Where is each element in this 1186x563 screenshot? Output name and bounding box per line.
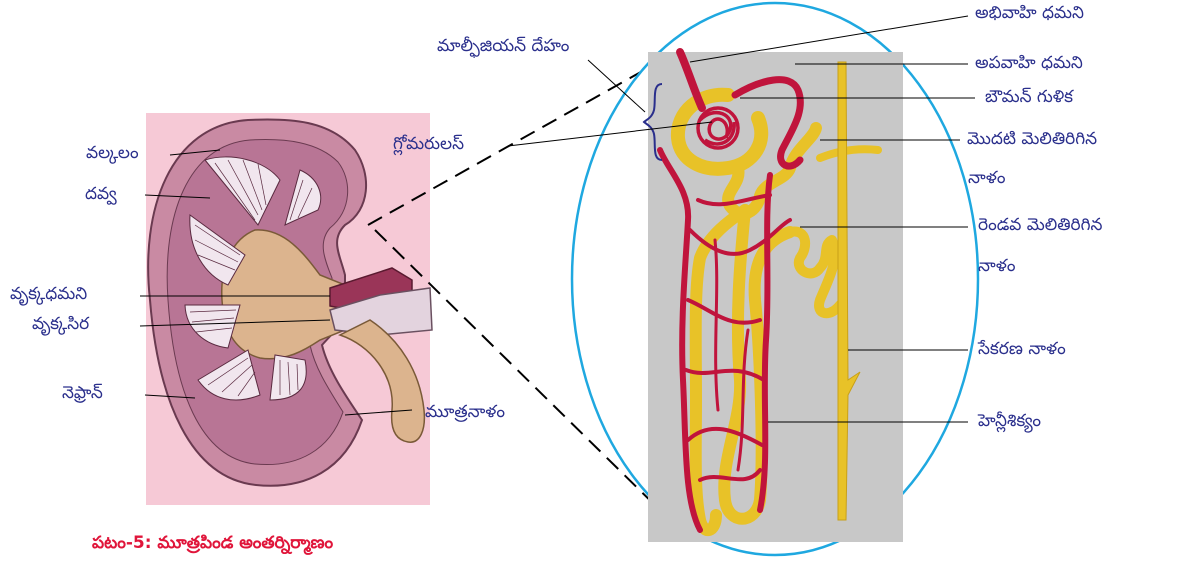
- label-efferent-arteriole: అపవాహి ధమని: [975, 55, 1083, 72]
- label-dct-line2: నాళం: [978, 258, 1015, 275]
- label-cortex: వల్కలం: [86, 145, 139, 162]
- label-renal-artery: వృక్కధమని: [10, 286, 87, 303]
- label-pct-line1: మొదటి మెలితిరిగిన: [967, 131, 1097, 148]
- label-malpighian-body: మాల్ఫీజియన్ దేహం: [437, 38, 569, 55]
- label-medulla: దవ్వ: [85, 186, 117, 203]
- label-dct-line1: రెండవ మెలితిరిగిన: [978, 217, 1102, 234]
- label-renal-vein: వృక్కసిర: [32, 316, 89, 333]
- label-bowmans-capsule: బౌమన్ గుళిక: [985, 89, 1073, 106]
- label-collecting-duct: సేకరణ నాళం: [978, 341, 1066, 358]
- label-pct-line2: నాళం: [968, 170, 1005, 187]
- label-loop-of-henle: హెన్లీశిక్యం: [978, 413, 1041, 430]
- label-glomerulus: గ్లోమరులస్: [393, 136, 464, 153]
- label-nephron: నెఫ్రాన్: [62, 385, 103, 402]
- label-afferent-arteriole: అభివాహి ధమని: [975, 5, 1084, 22]
- label-ureter: మూత్రనాళం: [425, 404, 505, 421]
- figure-caption: పటం-5: మూత్రపిండ అంతర్నిర్మాణం: [92, 535, 333, 552]
